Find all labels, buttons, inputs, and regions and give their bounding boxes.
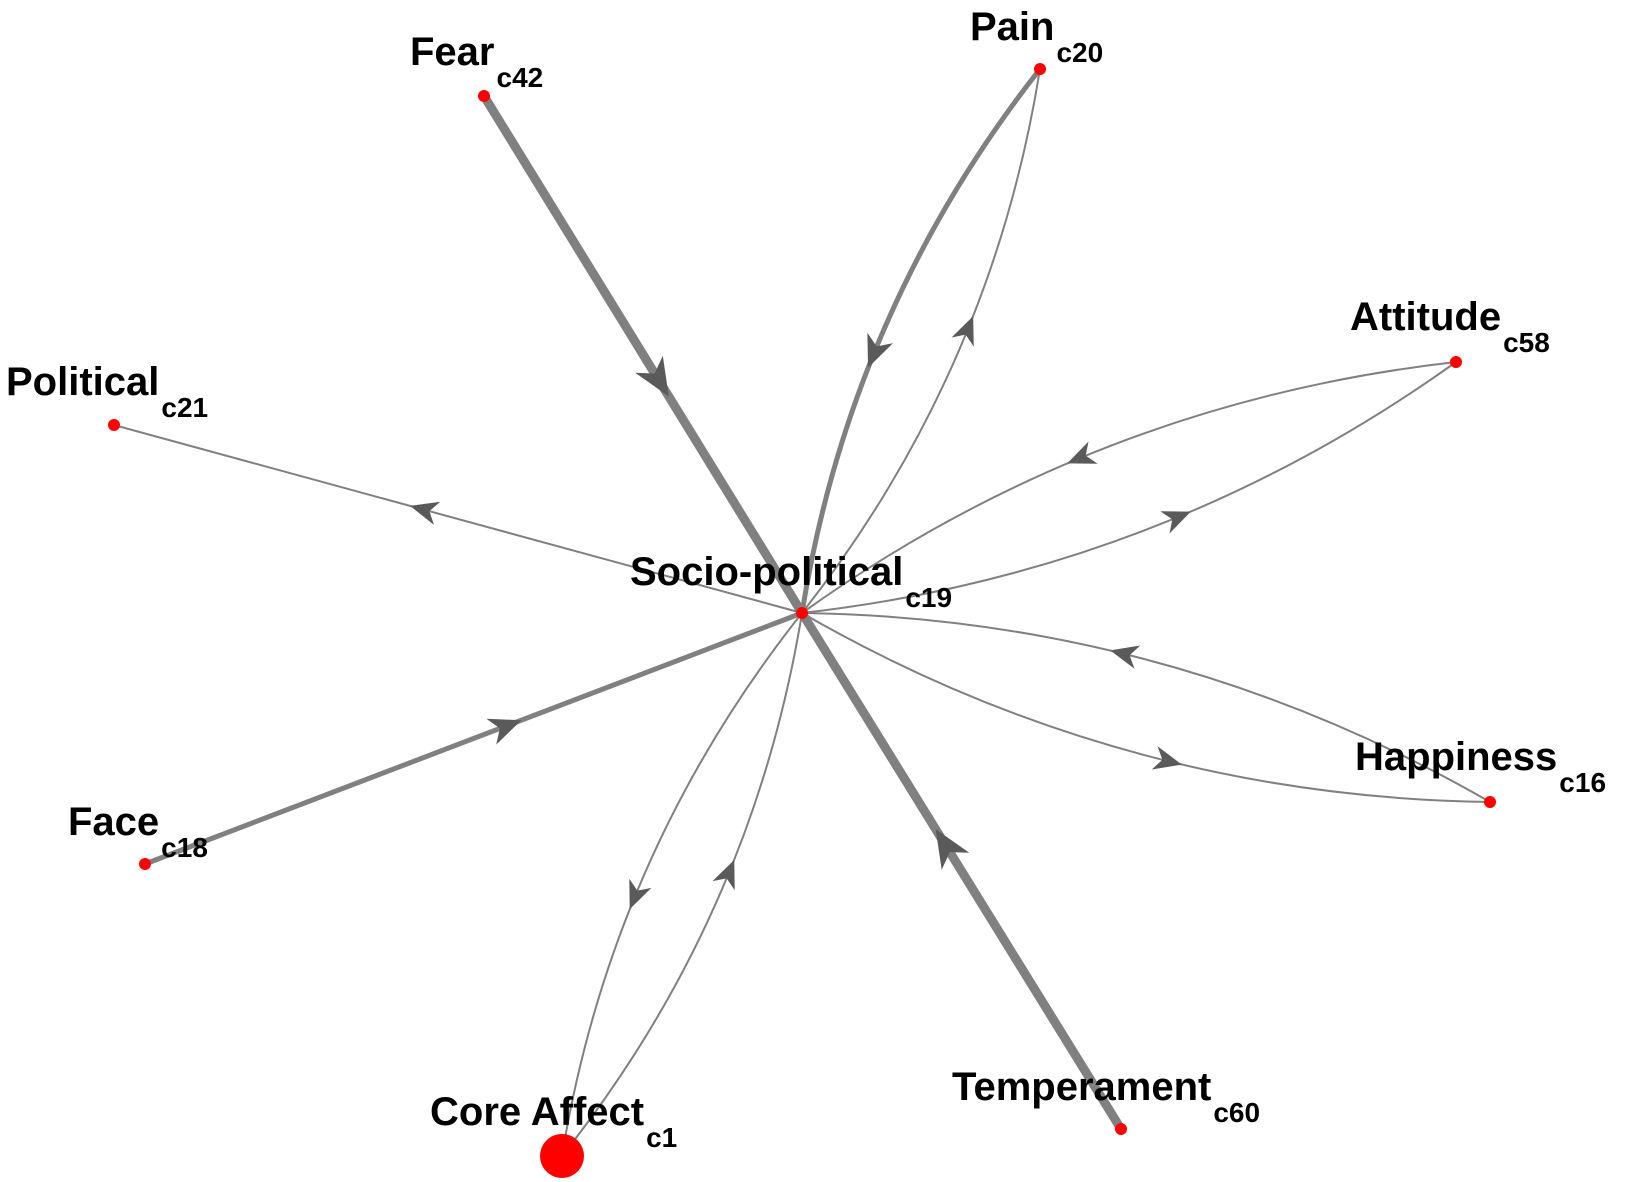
edge-c19-to-c16 [801,612,1491,803]
labels-layer: Socio-politicalc19 Fearc42 Painc20Attitude… [6,5,1606,1153]
node-code: c1 [646,1122,677,1153]
node-code: c21 [161,392,208,423]
node-label-c21: Politicalc21 [6,360,208,423]
arrow-c19-to-c1-icon [629,878,652,910]
node-c58 [1450,356,1462,368]
arrow-c19-to-c58-icon [1160,511,1191,534]
edge-c19-to-c58 [801,361,1457,614]
node-code: c58 [1503,327,1550,358]
arrow-c42-to-c19-icon [635,355,669,397]
edge-c18-to-c19 [142,610,805,867]
arrow-c18-to-c19-icon [486,718,522,745]
node-name: Fear [410,30,495,74]
arrow-c19-to-c21-icon [410,501,441,525]
node-name: Happiness [1355,735,1557,779]
node-c16 [1484,796,1496,808]
node-name: Pain [970,5,1054,49]
node-code: c60 [1213,1097,1260,1128]
node-code: c19 [905,582,952,613]
arrow-c16-to-c19-icon [1110,645,1141,669]
node-label-c60: Temperamentc60 [952,1065,1260,1128]
node-label-c19: Socio-politicalc19 [630,550,952,613]
edge-c19-to-c21 [113,424,803,614]
arrow-c60-to-c19-icon [935,829,970,870]
node-label-c58: Attitudec58 [1350,295,1550,358]
edge-c19-to-c1 [561,612,803,1157]
node-c20 [1034,63,1046,75]
node-label-c16: Happinessc16 [1355,735,1606,798]
node-name: Face [68,800,159,844]
node-c60 [1115,1123,1127,1135]
node-code: c20 [1056,37,1103,68]
node-c18 [139,858,151,870]
node-c42 [478,90,490,102]
node-label-c1: Core Affectc1 [430,1090,677,1153]
edge-c42-to-c19 [479,91,807,618]
arrow-c1-to-c19-icon [712,859,735,891]
node-label-c20: Painc20 [970,5,1103,68]
nodes-layer [108,63,1496,1178]
node-name: Political [6,360,159,404]
node-c21 [108,419,120,431]
node-c1 [540,1134,584,1178]
edges-layer [113,66,1491,1157]
arrow-c19-to-c16-icon [1151,746,1182,770]
node-label-c18: Facec18 [68,800,208,863]
edge-c20-to-c19 [799,66,1043,616]
node-c19 [796,607,808,619]
edge-c16-to-c19 [801,612,1491,803]
node-label-c42: Fearc42 [410,30,543,93]
node-code: c16 [1559,767,1606,798]
edge-c60-to-c19 [797,608,1126,1134]
arrow-c58-to-c19-icon [1067,441,1098,464]
node-code: c18 [161,832,208,863]
arrow-c20-to-c19-icon [867,332,893,368]
node-name: Attitude [1350,295,1501,339]
node-name: Core Affect [430,1090,644,1134]
node-code: c42 [497,62,544,93]
arrow-c19-to-c20-icon [951,316,974,347]
node-name: Socio-political [630,550,903,594]
edge-c1-to-c19 [561,612,803,1157]
edge-c58-to-c19 [801,361,1457,614]
edge-c19-to-c20 [801,68,1041,614]
node-name: Temperament [952,1065,1211,1109]
